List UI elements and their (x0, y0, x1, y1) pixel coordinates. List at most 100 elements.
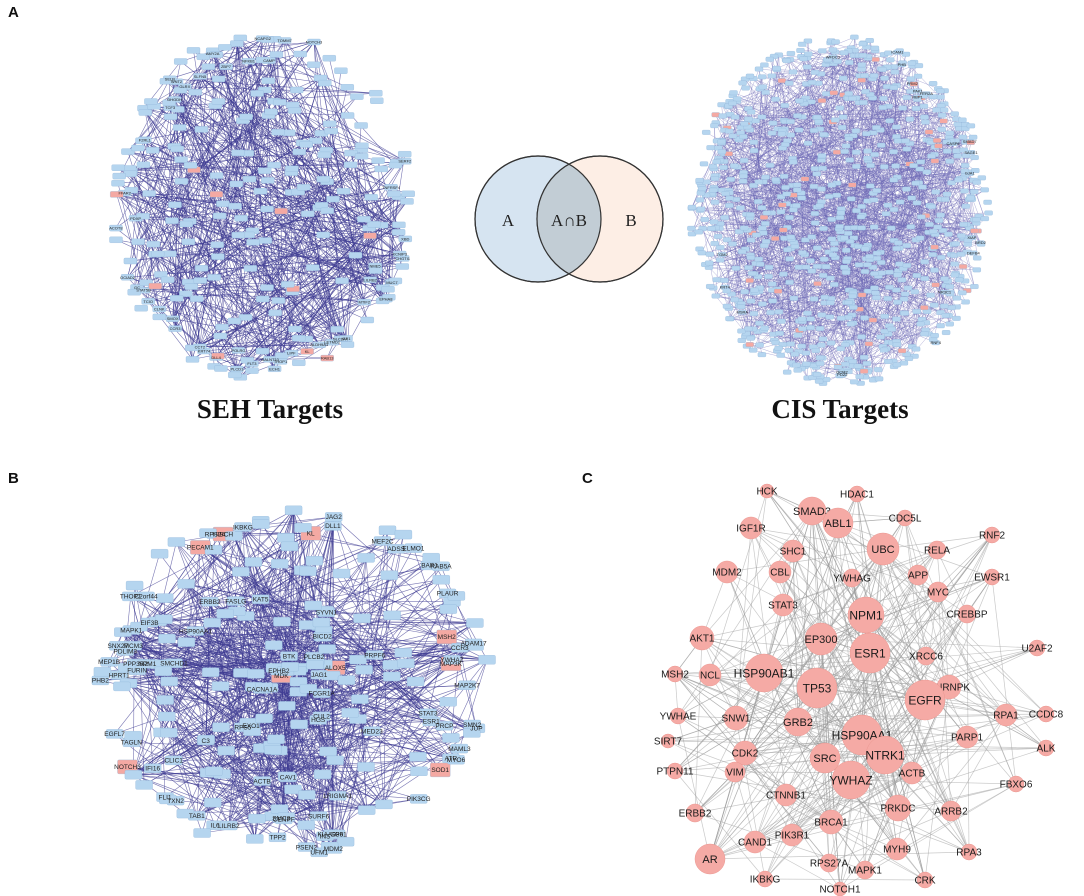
network-node (694, 229, 703, 235)
network-node (841, 143, 851, 149)
network-node (800, 176, 810, 182)
network-node (737, 338, 746, 343)
network-edge (745, 68, 882, 337)
seh-node-label: KCNIP3 (392, 252, 407, 257)
network-node (790, 244, 800, 249)
network-node (336, 188, 351, 195)
network-edge (798, 129, 818, 284)
network-node (277, 533, 295, 543)
network-node (744, 265, 753, 271)
network-node (810, 69, 820, 75)
network-node (383, 671, 401, 682)
network-b-node-label: PLAUR (437, 591, 459, 598)
network-node (343, 161, 358, 168)
network-edge (150, 101, 376, 271)
network-node (858, 53, 868, 58)
network-node (771, 340, 780, 346)
network-node (728, 241, 737, 247)
network-node (212, 722, 230, 732)
network-node (783, 369, 792, 375)
network-node (162, 99, 176, 106)
network-c-node-label: NPM1 (849, 608, 883, 622)
network-node (872, 125, 881, 131)
network-node (179, 290, 193, 297)
network-node (757, 352, 767, 358)
network-node (745, 342, 754, 347)
network-node (124, 770, 143, 780)
network-node (936, 212, 945, 218)
network-node (410, 766, 428, 776)
cis-node-label: RNF4 (930, 340, 941, 345)
network-b-node-label: FASLG (225, 598, 246, 605)
network-node (712, 159, 721, 165)
network-edge (838, 140, 952, 367)
network-node (755, 342, 764, 348)
network-node (970, 284, 979, 289)
network-node (814, 119, 823, 124)
network-node (299, 566, 317, 576)
network-node (815, 203, 824, 209)
network-node (868, 317, 878, 323)
cis-node-label: GJA1 (965, 171, 976, 176)
network-node (398, 151, 412, 158)
network-edge (248, 61, 348, 345)
network-node (958, 264, 968, 269)
network-node (783, 247, 792, 253)
network-node (894, 240, 903, 246)
network-edge (213, 298, 387, 367)
network-edge (786, 193, 821, 364)
network-edge (118, 167, 403, 267)
network-node (930, 333, 939, 338)
network-edge (142, 56, 204, 217)
network-edge (800, 193, 810, 365)
network-node (864, 341, 874, 347)
network-edge (273, 101, 324, 235)
network-node (749, 139, 758, 145)
network-node (970, 228, 979, 234)
network-edge (742, 147, 783, 182)
network-node (174, 58, 188, 65)
venn-label-a: A (502, 211, 515, 230)
network-node (761, 221, 770, 226)
network-b-node-label: PECAM1 (187, 545, 214, 552)
cis-node-label: RBP1 (912, 94, 923, 99)
network-node (247, 669, 265, 679)
network-b-node-label: IFI16 (145, 766, 160, 773)
network-node (848, 293, 857, 299)
network-node (835, 215, 845, 221)
network-edge (294, 110, 351, 165)
network-node (142, 190, 156, 197)
network-edge (118, 78, 171, 177)
network-node (131, 144, 145, 152)
network-edge (745, 73, 822, 80)
network-b-node-label: MSH2 (438, 634, 456, 641)
network-edge (270, 111, 405, 162)
seh-node-label: CAMP (263, 58, 275, 63)
network-node (900, 291, 910, 297)
network-node (886, 57, 895, 63)
network-node (826, 340, 836, 346)
network-node (845, 157, 854, 163)
network-edge (276, 54, 344, 192)
network-node (337, 675, 356, 685)
network-node (112, 172, 126, 180)
network-node (954, 177, 963, 183)
cis-network: PDZ2WFDC3PRM2OCM2SAGE1BRD2DEFB4HTR2AKRT4… (687, 34, 993, 386)
network-edge (199, 38, 263, 77)
network-node (932, 107, 941, 113)
network-node (817, 342, 826, 348)
network-node (832, 192, 841, 198)
network-node (152, 305, 166, 313)
cis-node-label: BRD2 (975, 240, 986, 245)
network-b-node-label: KAT5 (253, 597, 269, 604)
network-node (314, 202, 329, 209)
network-edge (755, 227, 892, 264)
network-node (244, 557, 262, 567)
network-node (261, 177, 275, 184)
network-node (839, 75, 848, 81)
network-node (912, 273, 921, 278)
network-node (150, 549, 169, 559)
network-edge (373, 224, 393, 283)
network-edge (143, 107, 409, 195)
network-node (824, 194, 834, 199)
